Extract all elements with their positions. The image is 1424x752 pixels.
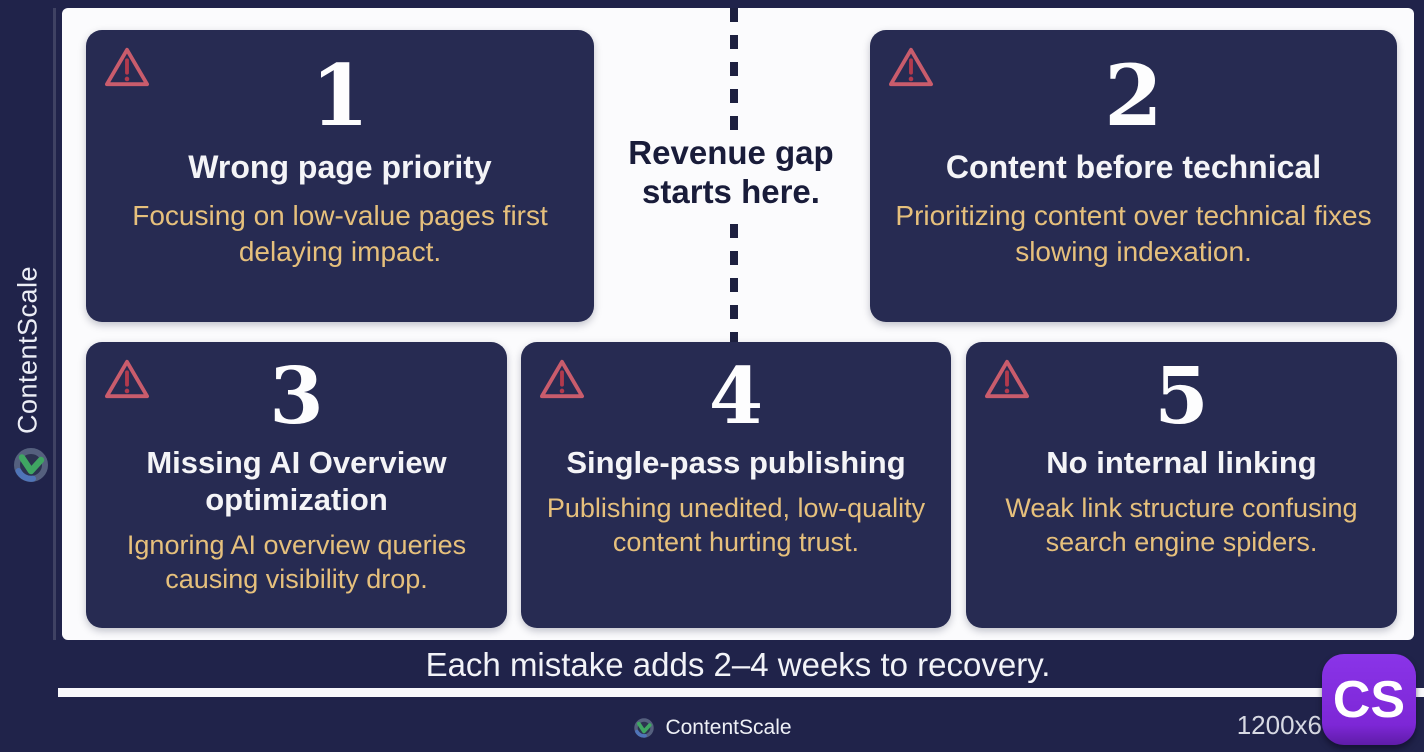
card-number: 3: [269, 351, 324, 442]
card-number: 4: [708, 351, 764, 442]
footer-divider-line: [58, 688, 1424, 697]
card-description: Weak link structure confusing search eng…: [1005, 493, 1358, 558]
card-title: Wrong page priority: [188, 149, 492, 185]
card-description: Publishing unedited, low-quality content…: [546, 493, 926, 558]
center-label-line1: Revenue gap: [628, 134, 834, 171]
card-description: Prioritizing content over technical fixe…: [895, 200, 1372, 267]
warning-triangle-icon: [985, 359, 1029, 399]
cs-badge-text: CS: [1332, 670, 1406, 729]
sidebar-brand-text: ContentScale: [12, 265, 43, 435]
warning-triangle-icon: [889, 47, 934, 87]
mistake-card-2: 2 Content before technical Prioritizing …: [870, 30, 1397, 322]
card-title: Content before technical: [945, 149, 1322, 185]
warning-triangle-icon: [540, 359, 585, 399]
card-title: No internal linking: [1046, 445, 1317, 480]
center-label: Revenue gap starts here.: [595, 130, 867, 218]
center-label-line2: starts here.: [642, 172, 820, 210]
card-number: 5: [1154, 351, 1209, 442]
footer-brand: ContentScale: [0, 708, 1424, 748]
card-description: Ignoring AI overview queries causing vis…: [126, 530, 467, 595]
card-description: Focusing on low-value pages first delayi…: [132, 200, 548, 267]
contentscale-check-logo-icon: [14, 448, 48, 482]
mistake-card-5: 5 No internal linking Weak link structur…: [966, 342, 1397, 628]
contentscale-check-logo-icon: [634, 718, 655, 738]
warning-triangle-icon: [105, 359, 149, 399]
cs-badge: CS: [1322, 654, 1416, 745]
card-number: 1: [310, 46, 370, 145]
card-number: 2: [1104, 46, 1163, 145]
mistake-card-4: 4 Single-pass publishing Publishing uned…: [521, 342, 951, 628]
card-title: Missing AI Overview optimization: [146, 445, 447, 518]
sidebar-divider: [53, 8, 56, 640]
mistake-card-1: 1 Wrong page priority Focusing on low-va…: [86, 30, 594, 322]
image-dimensions-text: 1200x6: [1236, 710, 1322, 740]
footer-brand-text: ContentScale: [665, 716, 792, 739]
warning-triangle-icon: [105, 47, 149, 87]
banner-text: Each mistake adds 2–4 weeks to recovery.: [425, 646, 1051, 683]
card-title: Single-pass publishing: [566, 445, 906, 480]
mistake-card-3: 3 Missing AI Overview optimization Ignor…: [86, 342, 507, 628]
